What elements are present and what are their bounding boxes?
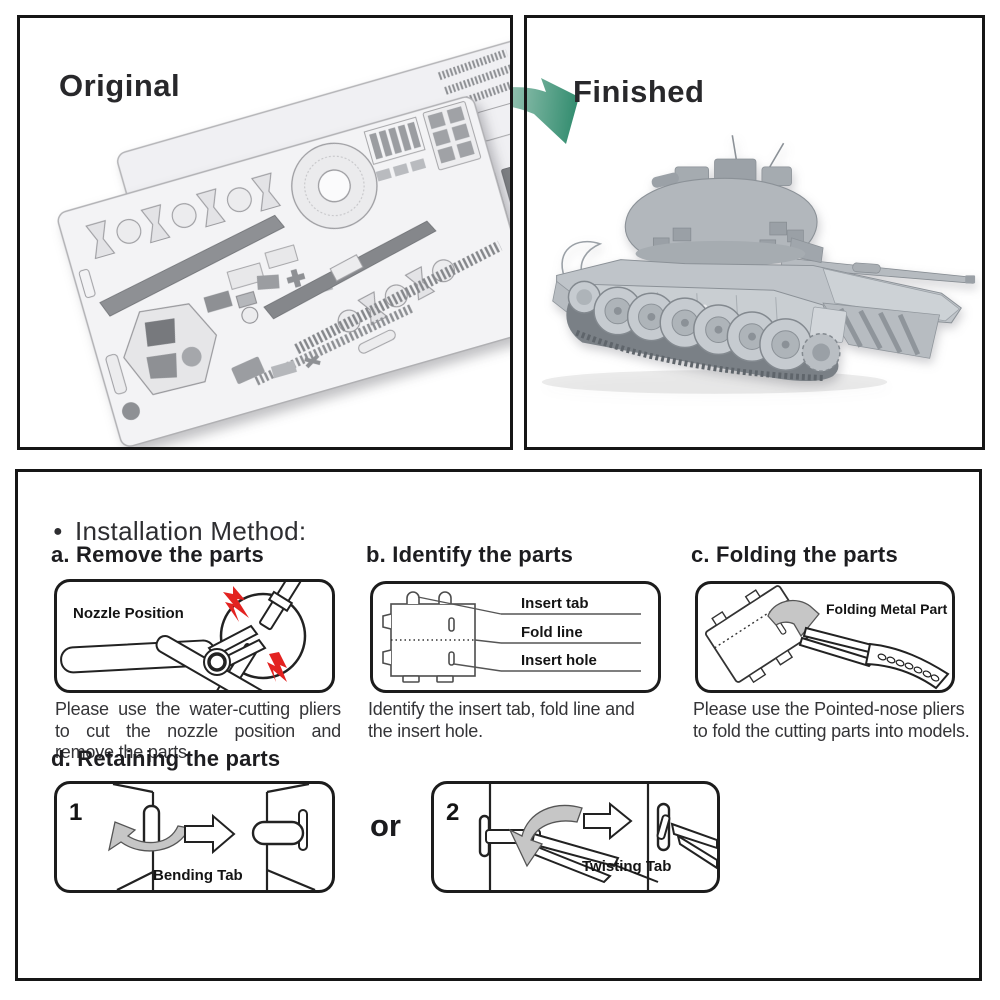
- step-a-diagram-box: Nozzle Position: [54, 579, 335, 693]
- insert-tab-label: Insert tab: [521, 595, 589, 612]
- step-c-diagram-box: Folding Metal Part: [695, 581, 955, 693]
- bending-tab-diagram-box: 1 Bending Tab: [54, 781, 335, 893]
- step-b-caption: Identify the insert tab, fold line and t…: [368, 699, 635, 741]
- tank-tracks: [566, 280, 841, 382]
- option-2-number: 2: [446, 799, 459, 826]
- finished-title: Finished: [573, 73, 705, 109]
- step-d-heading: d. Retaining the parts: [51, 746, 281, 771]
- or-label: or: [370, 808, 401, 843]
- cut-spark-icon: [223, 586, 287, 682]
- twisting-tab-label: Twisting Tab: [582, 858, 671, 875]
- folding-metal-part-label: Folding Metal Part: [826, 601, 948, 617]
- folding-diagram: Folding Metal Part: [705, 585, 950, 690]
- original-panel: Original: [17, 15, 513, 450]
- nozzle-position-label: Nozzle Position: [73, 605, 184, 622]
- bent-tab-icon: [251, 820, 305, 846]
- next-step-arrow-icon: [583, 801, 633, 841]
- step-a-caption: Please use the water-cutting pliers to c…: [55, 699, 341, 763]
- option-1-number: 1: [69, 799, 82, 826]
- tank-turret: [624, 135, 824, 267]
- bullet-icon: ●: [53, 522, 63, 540]
- step-b-diagram-box: Insert tab Fold line Insert hole: [370, 581, 661, 693]
- twisted-tab-icon: [656, 814, 671, 840]
- finished-panel: Finished: [524, 15, 985, 450]
- pliers-tip-icon: [670, 822, 717, 870]
- step-b-heading: b. Identify the parts: [366, 542, 574, 567]
- twisting-tab-diagram: 2 Twisting Tab: [446, 784, 717, 890]
- bending-tab-label: Bending Tab: [153, 867, 243, 884]
- insert-hole-label: Insert hole: [521, 652, 597, 669]
- bend-direction-arrow-icon: [108, 821, 190, 852]
- water-cutting-pliers-icon: [60, 624, 268, 690]
- next-step-arrow-icon: [184, 813, 236, 855]
- label-leader-lines: [417, 596, 641, 672]
- step-c-heading: c. Folding the parts: [691, 542, 898, 567]
- folded-part-icon: [705, 585, 811, 684]
- twisting-tab-diagram-box: 2 Twisting Tab: [431, 781, 720, 893]
- tank-illustration: [541, 135, 976, 394]
- magnifier-circle-icon: [219, 592, 307, 680]
- fold-line-label: Fold line: [521, 624, 583, 641]
- part-identification-diagram: Insert tab Fold line Insert hole: [382, 591, 641, 683]
- bending-tab-diagram: 1 Bending Tab: [69, 784, 316, 890]
- step-c-caption: Please use the Pointed-nose pliers to fo…: [693, 699, 970, 741]
- metal-part-icon: [382, 591, 476, 683]
- pointed-nose-pliers-icon: [798, 626, 950, 690]
- original-title: Original: [59, 67, 181, 103]
- tank-barrel: [781, 257, 976, 284]
- instructions-panel: ● Installation Method: a. Remove the par…: [15, 469, 982, 981]
- front-metal-sheet: [57, 96, 510, 447]
- installation-method-label: Installation Method:: [74, 516, 307, 546]
- twist-direction-arrow-icon: [508, 804, 583, 868]
- metal-sheets-illustration: [57, 38, 510, 447]
- nozzle-cutting-diagram: Nozzle Position: [60, 582, 307, 690]
- installation-method-heading: ● Installation Method:: [53, 516, 306, 547]
- step-a-heading: a. Remove the parts: [51, 542, 264, 567]
